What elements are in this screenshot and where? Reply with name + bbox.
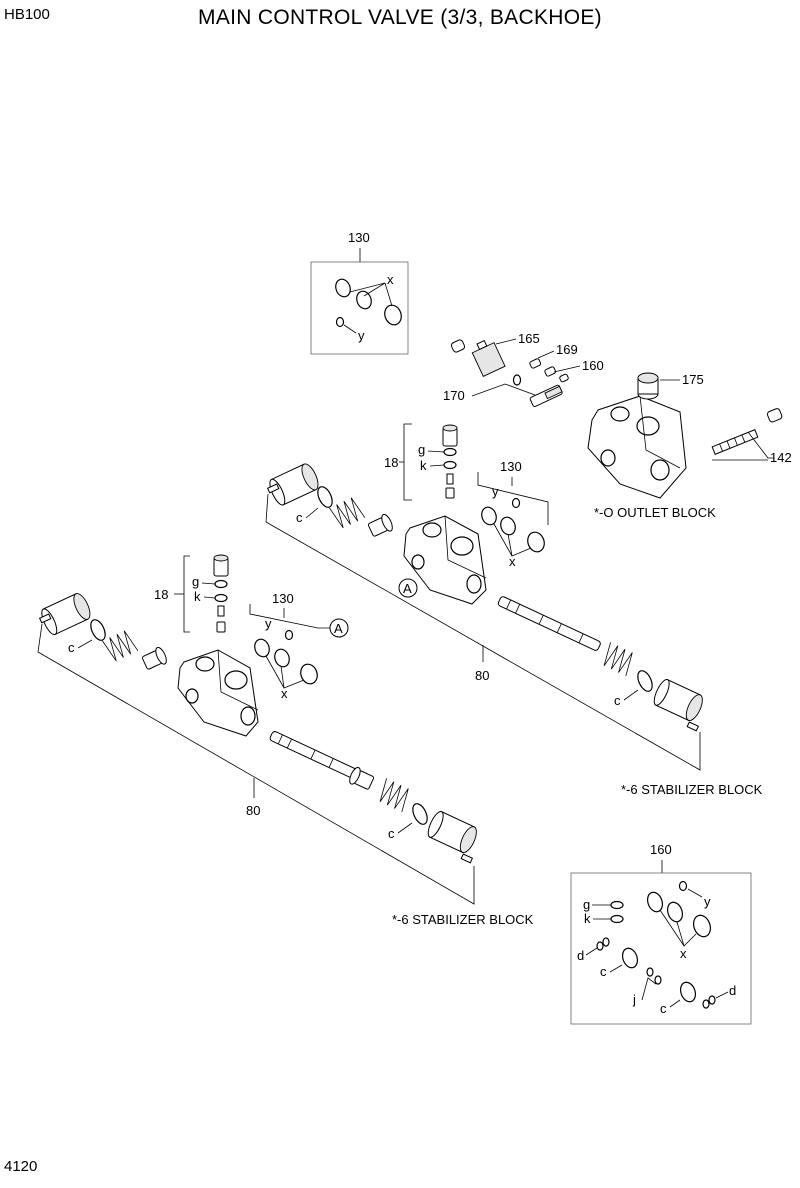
page-title: MAIN CONTROL VALVE (3/3, BACKHOE): [198, 6, 602, 29]
svg-text:g: g: [192, 574, 199, 589]
callout-130-top: 130: [348, 230, 370, 245]
seal-kit-160: 160 g k y x d c j c d: [570, 842, 752, 1025]
stabilizer-upper-label: *-6 STABILIZER BLOCK: [621, 782, 763, 797]
outlet-block: 175 142 *-O OUTLET BLOCK: [587, 372, 792, 520]
callout-80-upper: 80: [475, 668, 489, 683]
svg-text:j: j: [632, 992, 636, 1007]
port-A-upper: A: [403, 581, 412, 596]
svg-text:x: x: [281, 686, 288, 701]
stabilizer-block-lower: 18 g k 130 A y x c: [37, 554, 534, 927]
svg-text:x: x: [680, 946, 687, 961]
svg-text:g: g: [418, 442, 425, 457]
callout-165: 165: [518, 331, 540, 346]
stabilizer-lower-label: *-6 STABILIZER BLOCK: [392, 912, 534, 927]
callout-160-top: 160: [582, 358, 604, 373]
relief-valve-group: 165 169 160 170: [443, 331, 604, 407]
port-A-lower: A: [334, 621, 343, 636]
svg-text:g: g: [583, 897, 590, 912]
callout-142: 142: [770, 450, 792, 465]
callout-130-lower: 130: [272, 591, 294, 606]
seal-kit-130-top: 130 x y: [310, 230, 409, 355]
svg-text:y: y: [704, 894, 711, 909]
callout-169: 169: [556, 342, 578, 357]
page-number: 4120: [4, 1158, 38, 1175]
callout-18-upper: 18: [384, 455, 398, 470]
svg-text:c: c: [388, 826, 395, 841]
svg-text:y: y: [358, 328, 365, 343]
svg-text:y: y: [492, 484, 499, 499]
svg-text:y: y: [265, 616, 272, 631]
svg-text:x: x: [387, 272, 394, 287]
svg-text:x: x: [509, 554, 516, 569]
stabilizer-block-upper: 18 g k 130 y x c: [265, 423, 763, 797]
svg-text:c: c: [296, 510, 303, 525]
svg-text:d: d: [577, 948, 584, 963]
outlet-block-label: *-O OUTLET BLOCK: [594, 505, 716, 520]
svg-text:c: c: [614, 693, 621, 708]
model-code: HB100: [4, 6, 50, 23]
callout-18-lower: 18: [154, 587, 168, 602]
callout-170: 170: [443, 388, 465, 403]
svg-text:k: k: [420, 458, 427, 473]
svg-text:c: c: [600, 964, 607, 979]
callout-160-kit: 160: [650, 842, 672, 857]
callout-130-mid: 130: [500, 459, 522, 474]
svg-text:c: c: [660, 1001, 667, 1016]
svg-text:k: k: [194, 589, 201, 604]
callout-80-lower: 80: [246, 803, 260, 818]
svg-text:k: k: [584, 911, 591, 926]
svg-text:c: c: [68, 640, 75, 655]
svg-text:d: d: [729, 983, 736, 998]
callout-175: 175: [682, 372, 704, 387]
